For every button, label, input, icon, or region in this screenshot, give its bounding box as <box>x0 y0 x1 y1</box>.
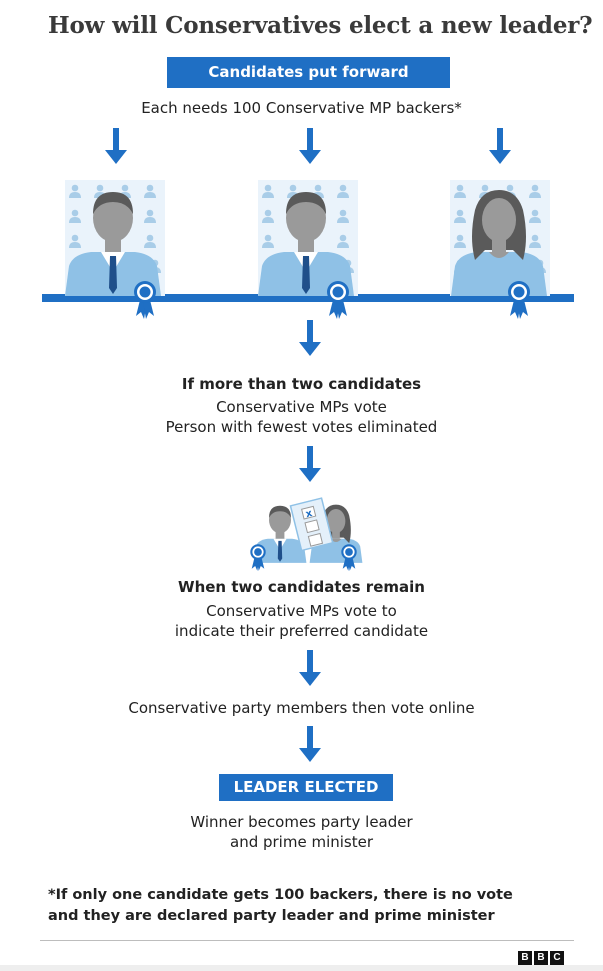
candidate-panel-2 <box>258 180 358 319</box>
candidate-panel-1 <box>65 180 165 319</box>
arrow-down-icon <box>299 726 321 762</box>
step2-line2: Person with fewest votes eliminated <box>165 418 438 436</box>
backers-requirement-text: Each needs 100 Conservative MP backers* <box>141 99 462 117</box>
candidates-put-forward-box: Candidates put forward <box>167 57 450 88</box>
step3-heading: When two candidates remain <box>178 578 425 596</box>
step2-line1: Conservative MPs vote <box>216 398 387 416</box>
arrow-down-icon <box>299 128 321 164</box>
connector-line <box>42 294 574 302</box>
bottom-strip <box>0 965 603 971</box>
step5-line2: and prime minister <box>230 833 373 851</box>
logo-letter: B <box>518 951 532 965</box>
step3-line1: Conservative MPs vote to <box>206 602 397 620</box>
footnote: *If only one candidate gets 100 backers,… <box>48 885 513 927</box>
candidate-panel-3 <box>450 180 550 319</box>
footnote-line1: *If only one candidate gets 100 backers,… <box>48 887 513 903</box>
arrow-down-icon <box>299 320 321 356</box>
logo-letter: B <box>534 951 548 965</box>
step4-text: Conservative party members then vote onl… <box>128 699 475 717</box>
two-candidates-ballot-illustration: x <box>250 497 363 571</box>
step2-heading: If more than two candidates <box>181 375 422 393</box>
divider <box>40 940 574 941</box>
arrow-down-icon <box>299 650 321 686</box>
arrow-down-icon <box>105 128 127 164</box>
step5-line1: Winner becomes party leader <box>190 813 413 831</box>
footnote-line2: and they are declared party leader and p… <box>48 908 495 924</box>
ballot-paper-icon: x <box>289 497 334 552</box>
svg-text:x: x <box>305 508 314 520</box>
logo-letter: C <box>550 951 564 965</box>
arrow-down-icon <box>299 446 321 482</box>
leader-elected-box: LEADER ELECTED <box>219 774 393 801</box>
arrow-down-icon <box>489 128 511 164</box>
page-title: How will Conservatives elect a new leade… <box>48 12 593 39</box>
step3-line2: indicate their preferred candidate <box>174 622 429 640</box>
